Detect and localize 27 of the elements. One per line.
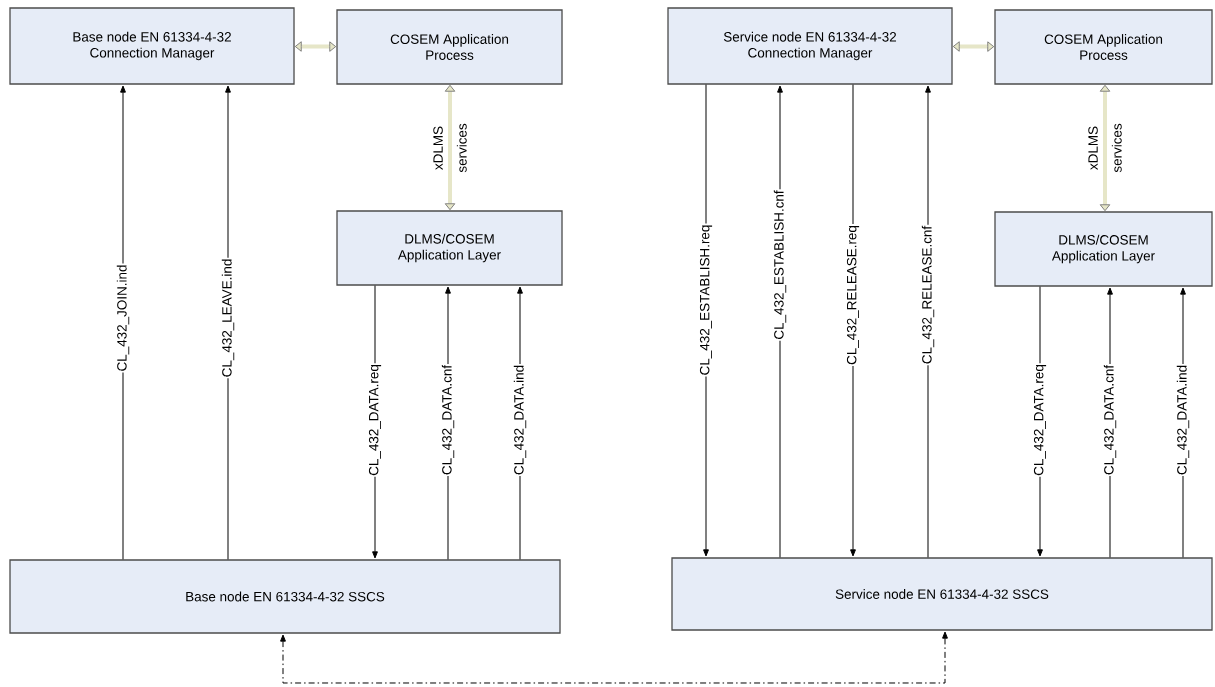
edge-label: CL_432_DATA.ind — [512, 363, 528, 477]
edge-label: CL_432_LEAVE.ind — [220, 257, 236, 379]
layer-box: DLMS/COSEM Application Layer — [336, 210, 563, 286]
layer-box: COSEM Application Process — [994, 9, 1213, 85]
edge-label: xDLMS services — [433, 123, 467, 173]
edge-label: CL_432_DATA.req — [1032, 363, 1048, 477]
edge-label: CL_432_JOIN.ind — [115, 263, 131, 373]
arrow — [280, 631, 948, 684]
edge-label: CL_432_DATA.req — [367, 363, 383, 477]
edge-label: CL_432_DATA.ind — [1175, 363, 1191, 477]
edge-label: CL_432_DATA.cnf — [440, 363, 456, 477]
arrow — [1099, 84, 1111, 212]
edge-label: CL_432_DATA.cnf — [1102, 363, 1118, 477]
edge-label: CL_432_ESTABLISH.cnf — [772, 189, 788, 341]
layer-box: Base node EN 61334-4-32 Connection Manager — [9, 7, 295, 85]
layer-box: Service node EN 61334-4-32 SSCS — [671, 557, 1213, 631]
edge-label: CL_432_ESTABLISH.req — [698, 223, 714, 377]
arrow — [952, 41, 995, 52]
edge-label: CL_432_RELEASE.cnf — [920, 224, 936, 366]
arrow — [294, 41, 337, 52]
edge-label: CL_432_RELEASE.req — [845, 224, 861, 366]
layer-box: DLMS/COSEM Application Layer — [994, 211, 1213, 287]
layer-box: Base node EN 61334-4-32 SSCS — [9, 559, 561, 634]
layer-box: COSEM Application Process — [336, 9, 563, 85]
layer-box: Service node EN 61334-4-32 Connection Manager — [667, 7, 953, 85]
edge-label: xDLMS services — [1088, 123, 1122, 173]
arrow — [444, 84, 456, 211]
